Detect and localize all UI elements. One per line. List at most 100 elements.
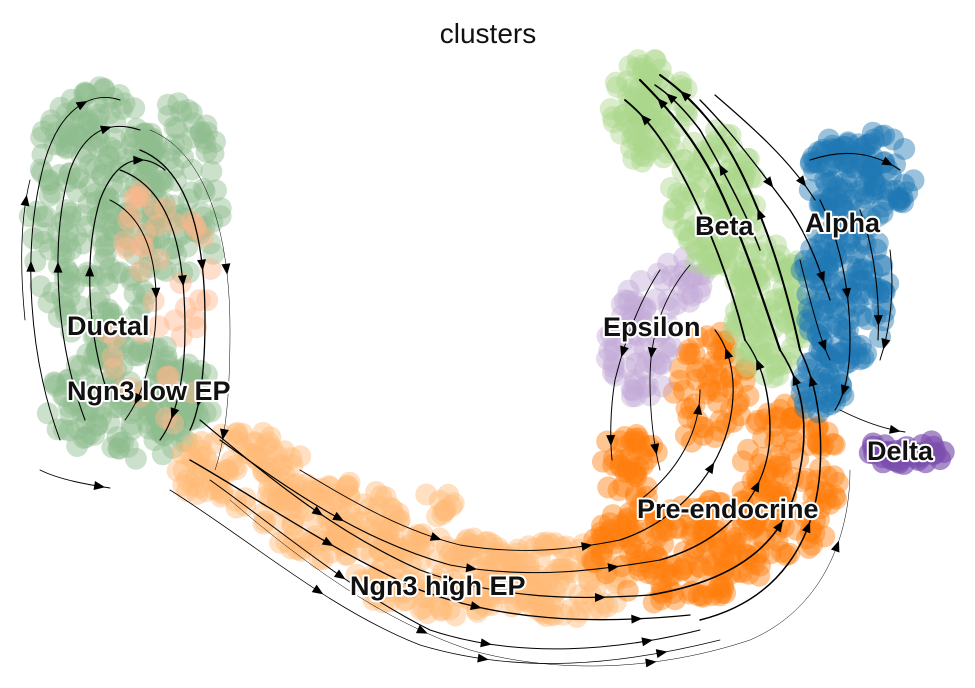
cell-point: [806, 491, 829, 514]
cell-point: [764, 356, 787, 378]
cell-point: [599, 98, 622, 120]
cell-point: [730, 185, 753, 208]
cell-point: [715, 251, 738, 274]
cell-point: [100, 352, 123, 375]
cell-point: [122, 188, 145, 211]
cell-point: [303, 480, 326, 503]
cell-point: [669, 74, 692, 97]
cell-point: [642, 563, 665, 586]
cell-point: [169, 420, 192, 443]
cell-point: [771, 463, 794, 486]
cell-point: [596, 347, 618, 370]
cell-point: [635, 68, 658, 91]
cell-point: [38, 172, 61, 195]
cell-point: [454, 531, 477, 554]
cell-point: [688, 281, 711, 304]
cell-point: [686, 239, 709, 262]
cell-point: [86, 91, 108, 114]
cell-point: [636, 350, 659, 373]
cell-point: [696, 364, 719, 387]
cell-point: [111, 393, 134, 416]
cell-point: [220, 450, 243, 473]
cell-point: [730, 295, 753, 318]
cell-point: [614, 461, 637, 484]
cell-point: [648, 104, 671, 127]
cell-point: [693, 495, 716, 518]
cell-point: [875, 157, 898, 180]
cell-point: [171, 203, 194, 226]
cell-point: [841, 166, 864, 189]
cell-point: [823, 350, 846, 373]
cell-point: [58, 368, 81, 391]
cell-point: [576, 561, 599, 584]
cell-point: [115, 227, 138, 250]
cell-point: [575, 544, 598, 567]
cell-point: [309, 478, 331, 500]
cell-point: [138, 256, 161, 279]
streamline-arrowhead: [170, 407, 180, 420]
cell-point: [185, 316, 208, 339]
cell-point: [91, 164, 114, 187]
cell-point: [146, 337, 169, 359]
cell-point: [113, 230, 135, 253]
cell-point: [871, 201, 894, 224]
cell-point: [850, 304, 872, 327]
cell-point: [88, 103, 111, 126]
cell-point: [459, 568, 482, 591]
cell-point: [861, 121, 884, 144]
cell-point: [142, 240, 165, 263]
cell-point: [190, 217, 213, 240]
streamline: [859, 209, 879, 341]
cell-point: [363, 515, 386, 538]
cell-point: [830, 193, 853, 216]
cell-point: [170, 442, 193, 465]
streamline-arrowhead: [53, 261, 63, 273]
cell-point: [115, 234, 138, 257]
streamline-arrowhead: [620, 345, 629, 358]
cell-point: [677, 282, 700, 305]
cell-point: [392, 582, 415, 605]
cell-point: [785, 518, 808, 541]
cell-point: [805, 417, 828, 440]
streamline-arrowhead: [99, 125, 112, 135]
cell-point: [533, 535, 556, 558]
cell-point: [766, 364, 789, 387]
cell-point: [728, 271, 751, 294]
cell-point: [807, 432, 830, 455]
cell-point: [840, 282, 863, 305]
cell-point: [367, 495, 390, 518]
cell-point: [614, 289, 636, 312]
cell-point: [75, 215, 98, 238]
cell-point: [393, 589, 416, 612]
cell-point: [664, 198, 687, 220]
cell-point: [280, 497, 302, 520]
cell-point: [108, 84, 131, 106]
cell-point: [772, 516, 795, 538]
cell-point: [887, 189, 910, 212]
cell-point: [94, 198, 117, 221]
cell-point: [658, 556, 681, 579]
cell-point: [838, 151, 861, 174]
cell-point: [729, 266, 752, 288]
cell-point: [47, 306, 70, 328]
cell-point: [189, 201, 212, 224]
cell-point: [677, 339, 700, 362]
cell-point: [708, 559, 731, 582]
cell-point: [651, 505, 674, 528]
cell-point: [616, 508, 639, 531]
cell-point: [195, 114, 218, 137]
cluster-label: Ngn3 high EP: [350, 571, 526, 601]
cell-point: [626, 49, 649, 72]
cell-point: [133, 146, 156, 169]
cell-point: [801, 301, 824, 324]
cell-point: [513, 552, 536, 575]
cell-point: [721, 531, 744, 554]
cell-point: [652, 533, 675, 555]
cell-point: [768, 301, 791, 324]
cell-point: [687, 326, 710, 349]
cell-point: [879, 164, 902, 187]
cell-point: [214, 459, 237, 481]
cell-point: [712, 576, 735, 599]
cluster-label: Epsilon: [603, 312, 701, 342]
cell-point: [252, 502, 275, 525]
